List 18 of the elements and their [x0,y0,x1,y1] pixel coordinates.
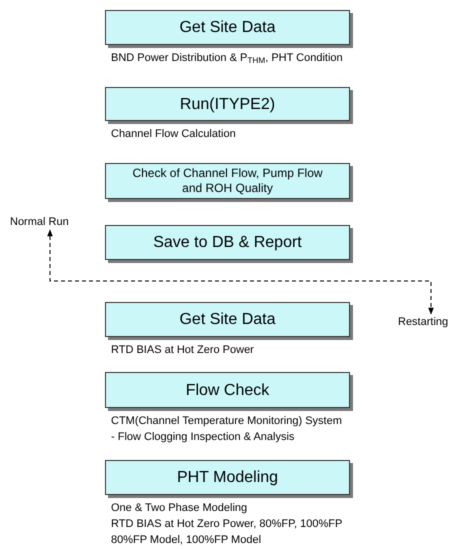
process-box: PHT Modeling [105,460,350,495]
connector-arrow [47,229,434,315]
description-text: BND Power Distribution & P$_{THM}$, PHT Condition [111,51,343,66]
process-box: Get Site Data [105,302,350,337]
description-text: RTD BIAS at Hot Zero Power, 80%FP, 100%FP [111,517,342,532]
description-text: - Flow Clogging Inspection & Analysis [111,430,294,445]
flow-label: Restarting [398,314,464,330]
description-text: 80%FP Model, 100%FP Model [111,533,262,548]
description-text: RTD BIAS at Hot Zero Power [111,343,254,358]
flow-label: Normal Run [10,214,90,230]
description-text: CTM(Channel Temperature Monitoring) System [111,414,342,429]
process-box: Get Site Data [105,10,350,45]
description-text: Channel Flow Calculation [111,127,236,142]
process-box: Check of Channel Flow, Pump Flow and ROH Quality [105,163,350,199]
process-box: Flow Check [105,372,350,408]
description-text: One & Two Phase Modeling [111,501,248,516]
process-box: Save to DB & Report [105,225,350,260]
process-box: Run(ITYPE2) [105,87,350,121]
